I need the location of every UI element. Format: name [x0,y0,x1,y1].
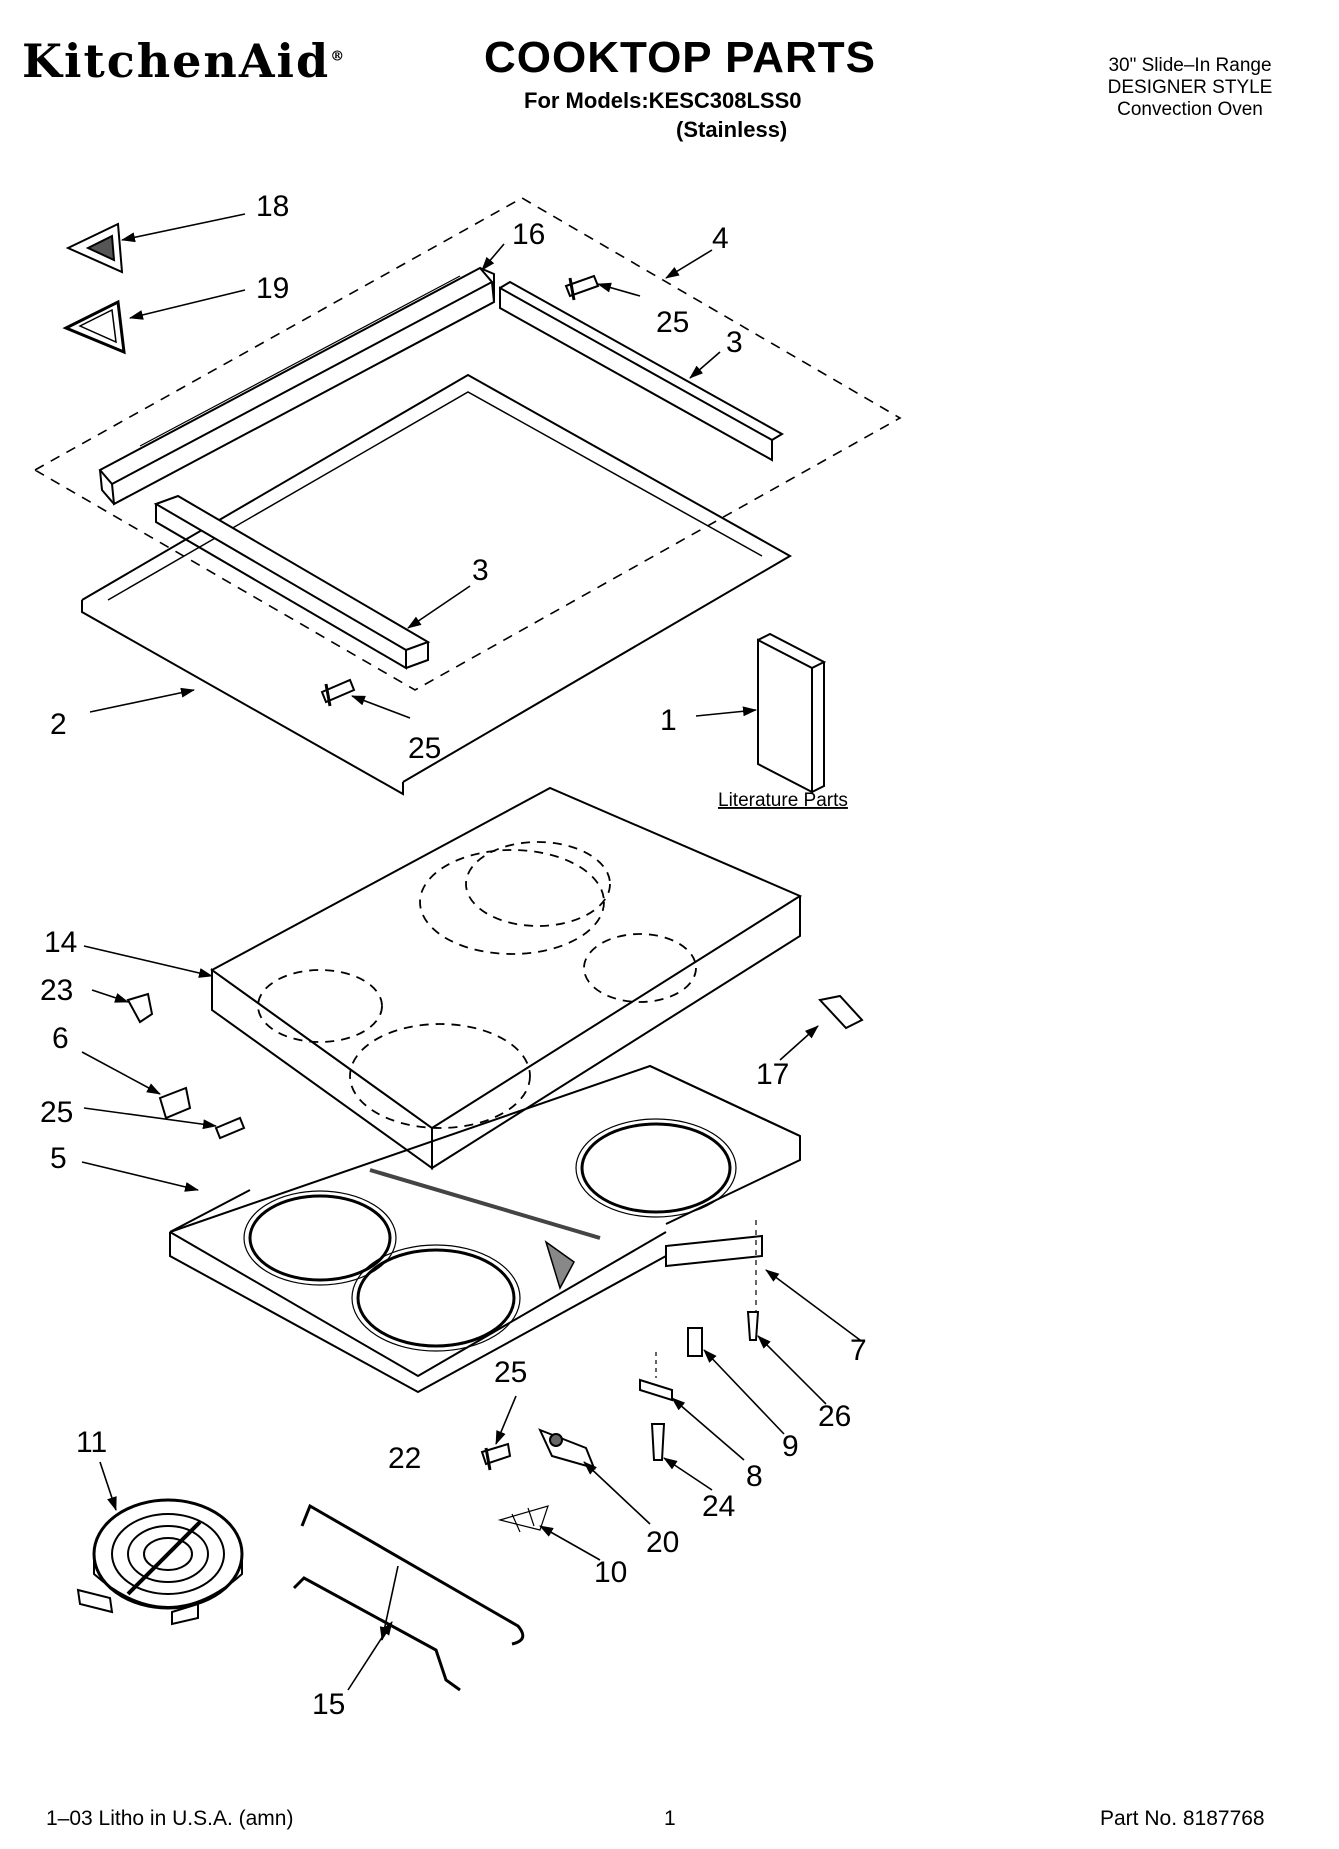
callout-3-top: 3 [726,326,743,359]
callout-25-left: 25 [408,732,441,765]
leader-arrow [671,1397,745,1461]
product-description: 30" Slide–In Range DESIGNER STYLE Convec… [1060,55,1320,121]
leader-arrow [407,585,471,629]
leader-arrow [351,695,411,719]
support-rod [300,1503,525,1646]
callout-25-top: 25 [656,306,689,339]
callout-14: 14 [44,926,77,959]
screw-icon [746,1311,760,1341]
glass-cooktop [210,786,803,1170]
support-rod [292,1576,461,1692]
leader-arrow [89,687,195,713]
callout-1: 1 [660,704,677,737]
literature-parts-booklet [757,632,827,794]
clip-icon [639,1352,673,1402]
product-line-size: 30" Slide–In Range [1108,55,1272,76]
callout-3-mid: 3 [472,554,489,587]
models-line: For Models:KESC308LSS0 [524,88,802,113]
leader-arrow [663,1457,713,1491]
leader-arrow [689,351,721,379]
leader-arrow [539,1525,601,1561]
leader-arrow [91,989,129,1003]
callout-25-bottom: 25 [494,1356,527,1389]
leader-arrow [757,1335,827,1405]
leader-arrow [481,243,505,271]
callout-20: 20 [646,1526,679,1559]
leader-arrow [583,1461,651,1525]
leader-arrow [347,1621,393,1691]
bolt-icon [687,1327,703,1357]
callout-17: 17 [756,1058,789,1091]
screw-icon [480,1442,512,1471]
callout-10: 10 [594,1556,627,1589]
sensor-bracket [818,994,864,1030]
callout-23: 23 [40,974,73,1007]
rear-trim-rail [98,266,496,506]
callout-7: 7 [850,1334,867,1367]
assembly-outline [33,197,902,691]
variant-label: (Stainless) [676,117,788,142]
leader-arrow [495,1395,517,1445]
retainer-clip [126,992,154,1024]
leader-arrow [81,1161,199,1192]
page-title: COOKTOP PARTS [484,33,876,82]
badge-outline-icon [62,299,126,355]
callout-19: 19 [256,272,289,305]
leader-arrow [703,1349,785,1435]
side-trim-right [499,280,784,462]
latch-clip [158,1086,192,1120]
part-number: Part No. 8187768 [1100,1807,1265,1830]
leader-arrow [83,1107,217,1130]
mounting-bracket [665,1220,763,1328]
leader-arrow [665,249,713,279]
callout-6: 6 [52,1022,69,1055]
leader-arrow [779,1025,819,1061]
leader-arrow [597,282,641,297]
callout-22: 22 [388,1442,421,1475]
page-number: 1 [664,1807,676,1830]
terminal-block [538,1428,596,1470]
callout-25-mid: 25 [40,1096,73,1129]
product-line-style: DESIGNER STYLE [1107,77,1273,98]
leader-arrow [121,213,246,243]
literature-parts-label: Literature Parts [718,790,848,811]
callout-2: 2 [50,708,67,741]
screw-icon [214,1116,246,1140]
leader-arrow [81,1051,161,1095]
wire-harness [497,1505,549,1533]
brand-name: KitchenAid [22,34,331,88]
screw-icon [320,678,356,707]
callout-24: 24 [702,1490,735,1523]
leader-arrow [765,1269,861,1341]
badge-icon [65,222,124,274]
brand-logo: KitchenAid® [22,38,344,84]
callout-26: 26 [818,1400,851,1433]
screw-icon [564,274,600,301]
screw-icon [650,1423,666,1461]
callout-16: 16 [512,218,545,251]
product-line-oven: Convection Oven [1117,99,1263,120]
callout-11: 11 [76,1426,107,1459]
callout-8: 8 [746,1460,763,1493]
callout-18: 18 [256,190,289,223]
side-trim-left [153,494,431,670]
cooktop-base [169,1064,801,1394]
leader-arrow [83,945,213,978]
callout-5: 5 [50,1142,67,1175]
leader-arrow [129,289,246,320]
leader-arrow [99,1461,117,1511]
callout-4: 4 [712,222,729,255]
callout-15: 15 [312,1688,345,1721]
litho-note: 1–03 Litho in U.S.A. (amn) [46,1807,294,1830]
callout-9: 9 [782,1430,799,1463]
registered-mark: ® [330,48,345,65]
leader-arrow [695,706,757,717]
radiant-heating-element [76,1498,244,1626]
